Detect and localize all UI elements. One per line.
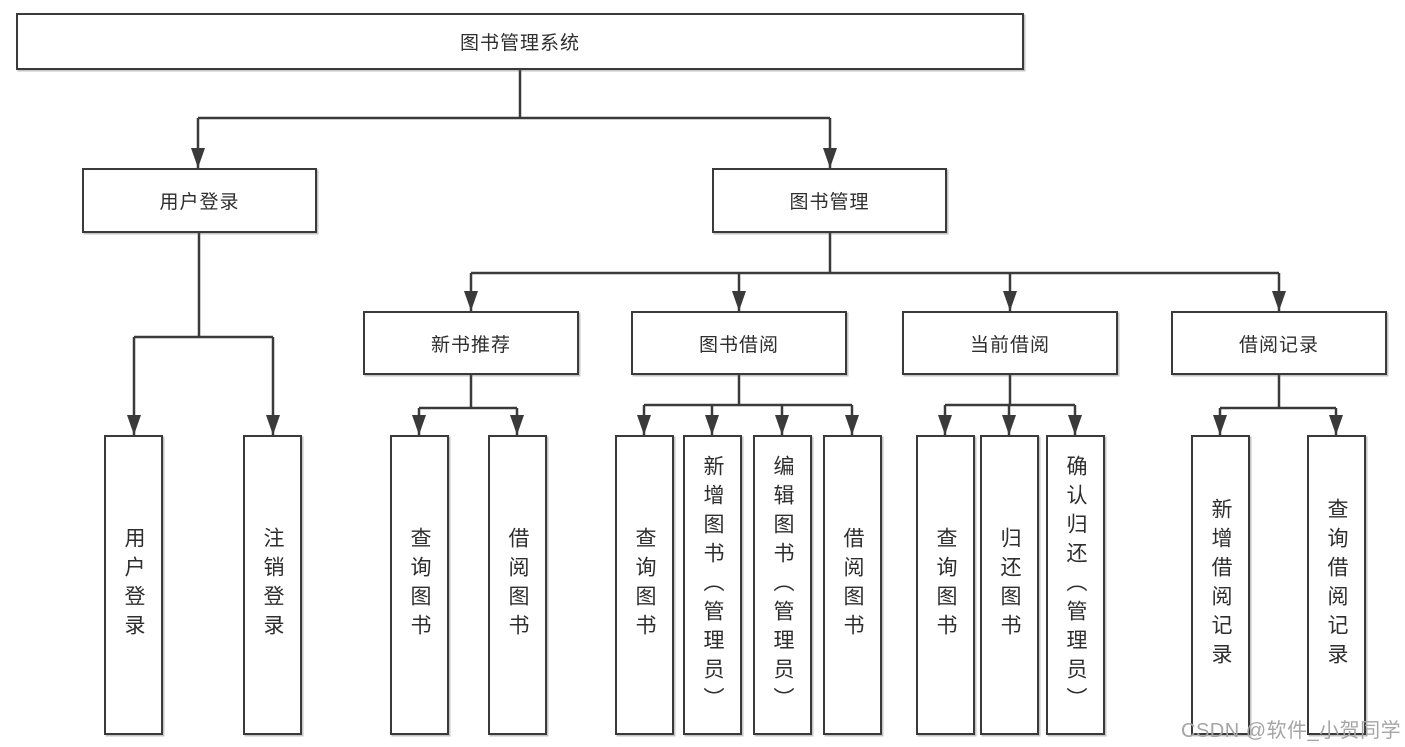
node-label: 借阅记录 [1238,334,1319,356]
node-label: 用户登录 [159,192,240,213]
node-label: 用户登录 [122,527,145,643]
node-label: 归还图书 [998,527,1021,643]
leaf-borrow-books-recommend: 借阅图书 [488,435,547,735]
node-label: 查询图书 [934,527,957,643]
leaf-query-books-current: 查询图书 [916,435,975,735]
node-book-management: 图书管理 [712,168,947,233]
node-label: 查询图书 [408,527,431,643]
node-label: 查询借阅记录 [1325,498,1348,672]
leaf-edit-books-admin: 编辑图书（管理员） [753,435,812,735]
leaf-add-books-admin: 新增图书（管理员） [683,435,742,735]
node-borrowing-records: 借阅记录 [1171,311,1387,375]
node-label: 新增借阅记录 [1209,498,1232,672]
leaf-add-borrow-record: 新增借阅记录 [1191,435,1250,735]
leaf-confirm-return-admin: 确认归还（管理员） [1046,435,1105,735]
node-current-borrowing: 当前借阅 [902,311,1118,375]
node-label: 查询图书 [633,527,656,643]
node-book-borrowing: 图书借阅 [631,311,847,375]
leaf-borrow-books: 借阅图书 [823,435,882,735]
node-label: 借阅图书 [506,527,529,643]
csdn-watermark: CSDN @软件_小贺同学 [1181,720,1402,742]
node-label: 确认归还（管理员） [1064,454,1087,716]
leaf-query-books-recommend: 查询图书 [390,435,449,735]
node-new-book-recommend: 新书推荐 [363,311,579,375]
node-label: 图书管理系统 [459,33,580,54]
node-user-login: 用户登录 [82,168,317,233]
node-label: 图书借阅 [698,334,779,356]
node-label: 新书推荐 [430,334,511,356]
leaf-query-books-borrowing: 查询图书 [615,435,674,735]
leaf-query-borrow-record: 查询借阅记录 [1307,435,1366,735]
node-label: 借阅图书 [841,527,864,643]
node-label: 编辑图书（管理员） [771,454,794,716]
node-label: 注销登录 [261,527,284,643]
node-label: 新增图书（管理员） [701,454,724,716]
leaf-logout: 注销登录 [243,435,302,735]
leaf-user-login: 用户登录 [104,435,163,735]
leaf-return-books: 归还图书 [980,435,1039,735]
node-label: 当前借阅 [969,334,1050,356]
node-label: 图书管理 [789,192,870,213]
node-library-management-system: 图书管理系统 [16,13,1024,70]
